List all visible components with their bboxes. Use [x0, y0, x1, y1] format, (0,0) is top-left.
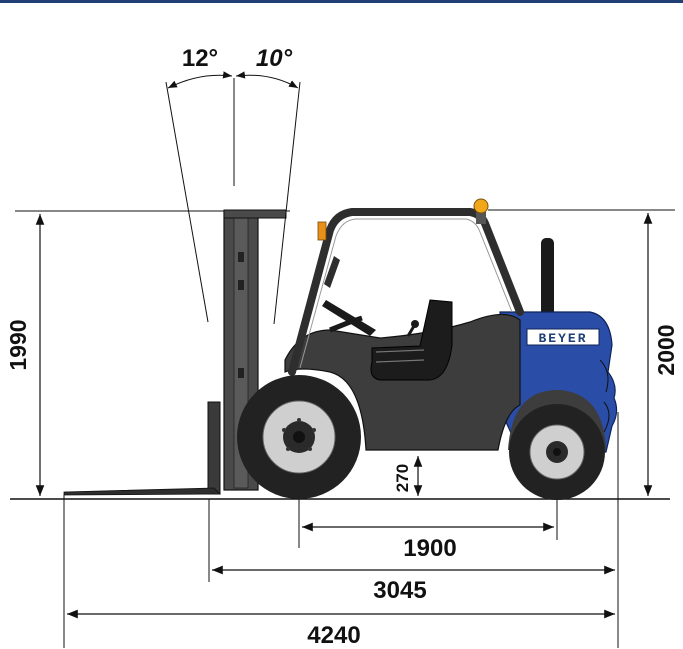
- front-wheel: [237, 375, 361, 499]
- mast-height-dimension: 1990: [5, 214, 45, 496]
- wheelbase-dimension: 1900: [302, 522, 554, 562]
- brand-logo: BEYER: [538, 331, 587, 346]
- chassis: [284, 313, 521, 451]
- tilt-back-angle: 12°: [182, 45, 218, 72]
- length-to-fork-face-dimension: 3045: [212, 565, 615, 604]
- mast-height-value: 1990: [5, 319, 31, 370]
- grab-handle: [324, 256, 340, 288]
- tilt-forward-angle: 10°: [256, 45, 293, 72]
- overall-height-value: 2000: [653, 324, 679, 375]
- steering-wheel: [322, 300, 376, 336]
- work-light: [317, 221, 327, 241]
- beacon-light: [473, 198, 489, 214]
- forklift-illustration: BEYER: [63, 198, 618, 500]
- tilt-angle-annotation: 12° 10°: [165, 45, 301, 325]
- ground-clearance-dimension: 270: [393, 456, 423, 496]
- mast-top-bar: [223, 209, 287, 219]
- overall-length-dimension: 4240: [67, 609, 615, 649]
- length-to-fork-face-value: 3045: [373, 577, 426, 604]
- rear-wheel: [508, 389, 606, 500]
- fork-tine: [63, 487, 221, 496]
- ground-clearance-value: 270: [393, 464, 412, 492]
- overall-length-value: 4240: [307, 622, 360, 649]
- operator-seat: [370, 299, 453, 381]
- overall-height-dimension: 2000: [643, 213, 679, 496]
- brand-plate: [526, 328, 600, 346]
- beacon-base: [476, 212, 486, 224]
- top-rule: [0, 0, 683, 3]
- fork-carriage: [207, 401, 221, 495]
- exhaust-stack: [541, 238, 554, 318]
- control-lever: [406, 325, 416, 337]
- wheelbase-value: 1900: [403, 535, 456, 562]
